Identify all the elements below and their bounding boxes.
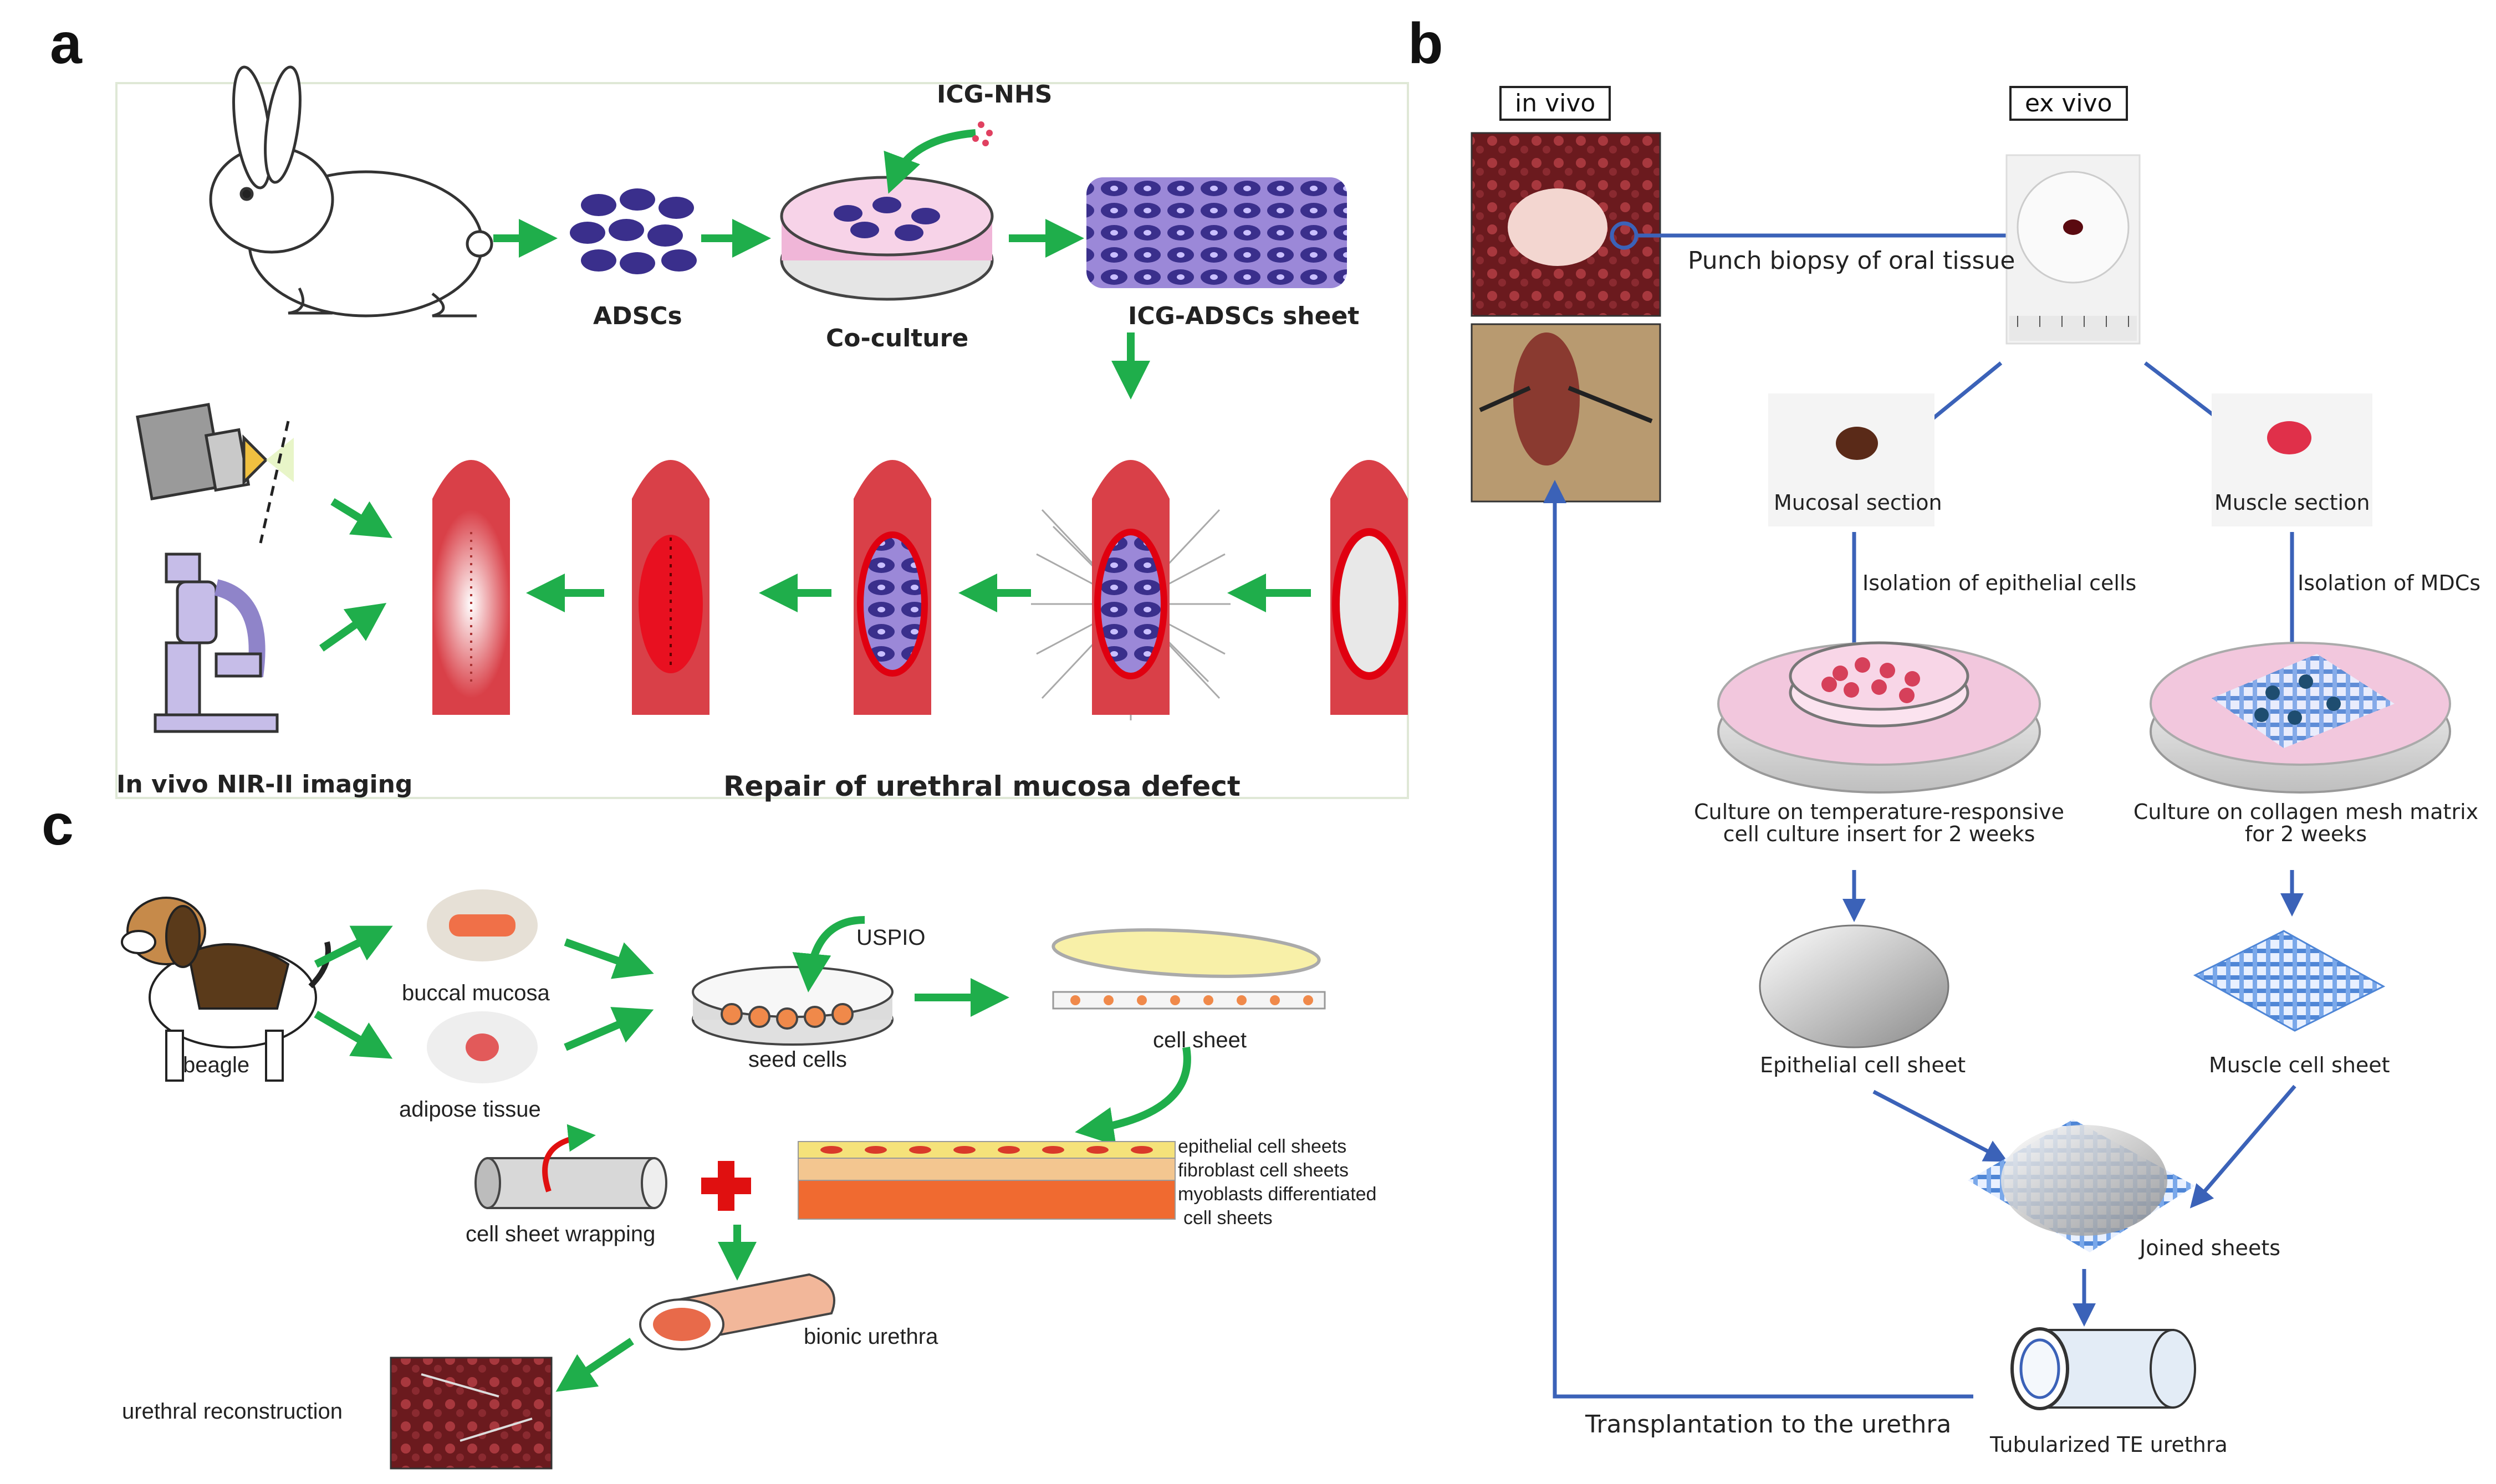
culture-left-line-2: cell culture insert for 2 weeks: [1723, 822, 2035, 846]
buccal-mucosa-label: buccal mucosa: [402, 981, 550, 1005]
epithelial-sheet-label: Epithelial cell sheet: [1760, 1053, 1966, 1077]
mucosal-section-photo: [1768, 393, 1934, 526]
tubularized-urethra-icon: [2010, 1327, 2196, 1410]
epithelial-sheets-label: epithelial cell sheets: [1178, 1136, 1347, 1157]
wrapping-label: cell sheet wrapping: [466, 1222, 656, 1246]
coculture-label: Co-culture: [826, 324, 969, 352]
urethral-reconstruction-label: urethral reconstruction: [122, 1399, 343, 1424]
panel-a-frame: [115, 82, 1409, 799]
urethra-defect-stage: [1330, 460, 1408, 715]
icg-particles-icon: [972, 121, 993, 146]
culture-left-label: Culture on temperature-responsive cell c…: [1685, 801, 2073, 845]
plus-icon: [701, 1161, 751, 1211]
isolation-epithelial-label: Isolation of epithelial cells: [1862, 571, 2137, 595]
collagen-mesh-dish-icon: [2150, 642, 2451, 794]
urethra-sheet-stage: [854, 460, 931, 715]
isolation-mdcs-label: Isolation of MDCs: [2298, 571, 2481, 595]
joined-sheets-label: Joined sheets: [2140, 1236, 2281, 1260]
urethra-repaired-stage: [432, 460, 510, 715]
bionic-urethra-icon: [639, 1273, 835, 1350]
myoblast-label-1: myoblasts differentiated: [1178, 1184, 1377, 1205]
culture-right-line-1: Culture on collagen mesh matrix: [2133, 800, 2479, 824]
panel-label-c: c: [42, 793, 74, 857]
urethral-reconstruction-photo: [390, 1357, 553, 1470]
panel-label-a: a: [50, 12, 82, 76]
in-vivo-label: in vivo: [1499, 86, 1611, 121]
repair-label: Repair of urethral mucosa defect: [723, 770, 1241, 802]
microscope-icon: [154, 552, 279, 733]
cell-sheet-icon: [1052, 928, 1321, 978]
urethra-sheet-sutured-stage: [1031, 460, 1231, 720]
adipose-tissue-label: adipose tissue: [399, 1097, 541, 1122]
muscle-sheet-icon: [2193, 930, 2386, 1032]
tubularized-urethra-label: Tubularized TE urethra: [1990, 1432, 2228, 1457]
petri-dish-icon: [780, 176, 994, 301]
myoblast-label-2: cell sheets: [1183, 1207, 1273, 1229]
seed-cells-label: seed cells: [748, 1047, 847, 1072]
transplant-label: Transplantation to the urethra: [1585, 1410, 1952, 1439]
cell-sheet-label: cell sheet: [1153, 1028, 1247, 1052]
icg-nhs-label: ICG-NHS: [937, 80, 1053, 109]
icg-adscs-sheet-icon: [1086, 177, 1347, 288]
urethra-healing-stage: [632, 460, 710, 715]
nir-imaging-label: In vivo NIR-II imaging: [116, 770, 413, 799]
layered-cell-sheets-icon: [798, 1141, 1176, 1220]
uspio-label: USPIO: [856, 925, 926, 950]
muscle-section-label: Muscle section: [2214, 490, 2370, 515]
beagle-icon: [121, 897, 331, 1082]
seed-cells-dish-icon: [692, 966, 894, 1046]
biopsy-label: Punch biopsy of oral tissue: [1688, 247, 2015, 275]
culture-right-line-2: for 2 weeks: [2244, 822, 2367, 846]
icg-adscs-sheet-label: ICG-ADSCs sheet: [1128, 302, 1360, 330]
cell-sheet-wrapping-icon: [474, 1124, 667, 1209]
ex-vivo-label: ex vivo: [2009, 86, 2128, 121]
panel-label-b: b: [1408, 12, 1443, 76]
rabbit-icon: [209, 65, 493, 318]
muscle-section-photo: [2212, 393, 2372, 526]
muscle-sheet-label: Muscle cell sheet: [2209, 1053, 2390, 1077]
nir-camera-icon: [136, 402, 294, 544]
temperature-insert-dish-icon: [1717, 641, 2041, 794]
epithelial-sheet-icon: [1759, 924, 1949, 1048]
culture-left-line-1: Culture on temperature-responsive: [1693, 800, 2065, 824]
bionic-urethra-label: bionic urethra: [804, 1324, 938, 1349]
fibroblast-sheets-label: fibroblast cell sheets: [1178, 1160, 1349, 1181]
culture-right-label: Culture on collagen mesh matrix for 2 we…: [2112, 801, 2496, 845]
mucosal-section-label: Mucosal section: [1774, 490, 1942, 515]
adscs-label: ADSCs: [593, 302, 682, 330]
beagle-label: beagle: [183, 1053, 250, 1077]
adscs-cells-icon: [570, 188, 697, 274]
